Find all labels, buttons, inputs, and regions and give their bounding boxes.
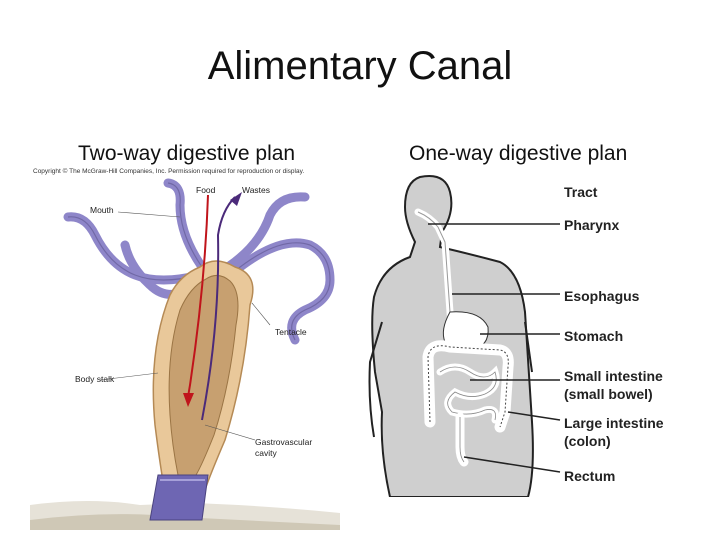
copyright-notice: Copyright © The McGraw-Hill Companies, I…: [33, 168, 305, 175]
label-small-bowel: (small bowel): [564, 386, 653, 402]
right-subtitle: One-way digestive plan: [409, 142, 628, 165]
label-food: Food: [196, 185, 216, 195]
label-gastrovascular: Gastrovascular: [255, 437, 312, 447]
label-large-intestine: Large intestine: [564, 415, 664, 431]
label-tentacle: Tentacle: [275, 327, 307, 337]
label-colon: (colon): [564, 433, 611, 449]
human-digestive-illustration: Tract Pharynx Esophagus Stomach Small in…: [368, 175, 664, 497]
label-wastes: Wastes: [242, 185, 270, 195]
label-small-intestine: Small intestine: [564, 368, 663, 384]
label-stomach: Stomach: [564, 328, 623, 344]
hydra-illustration: Food Wastes Mouth Tentacle Body stalk Ga…: [30, 178, 340, 530]
label-rectum: Rectum: [564, 468, 615, 484]
slide-title: Alimentary Canal: [207, 44, 513, 88]
label-tract: Tract: [564, 184, 598, 200]
label-mouth: Mouth: [90, 205, 114, 215]
label-esophagus: Esophagus: [564, 288, 640, 304]
left-subtitle: Two-way digestive plan: [78, 142, 296, 165]
label-pharynx: Pharynx: [564, 217, 619, 233]
label-body-stalk: Body stalk: [75, 374, 115, 384]
label-cavity: cavity: [255, 448, 277, 458]
